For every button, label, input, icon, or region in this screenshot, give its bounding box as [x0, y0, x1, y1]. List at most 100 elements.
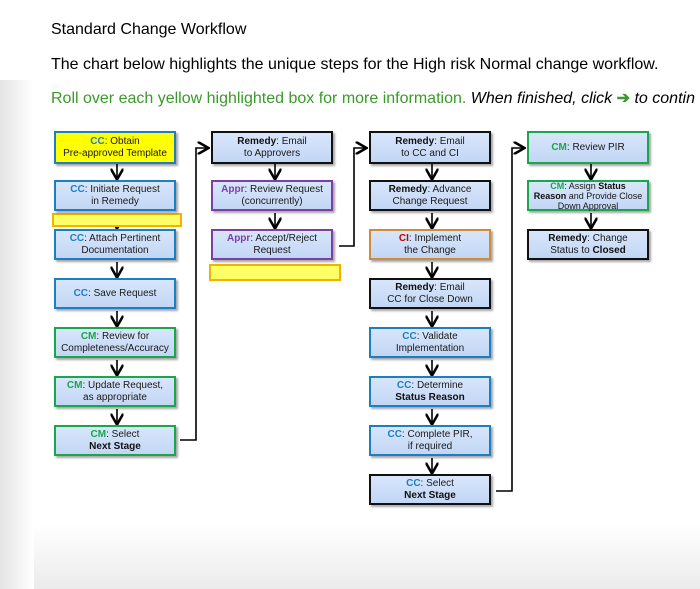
- box-appr-accept-reject[interactable]: Appr: Accept/Reject Request: [211, 229, 333, 260]
- intro-text: The chart below highlights the unique st…: [51, 56, 659, 73]
- role-sep: :: [566, 141, 573, 153]
- highlight-hotspot-1[interactable]: [52, 213, 182, 227]
- role-label: Remedy: [395, 281, 435, 293]
- box-complete-pir[interactable]: CC: Complete PIR, if required: [369, 425, 491, 456]
- box-line2: Change Request: [392, 195, 468, 207]
- box-line1: Select: [111, 428, 140, 440]
- role-label: Remedy: [237, 135, 277, 147]
- box-line2: Implementation: [395, 342, 465, 354]
- box-update-request[interactable]: CM: Update Request, as appropriate: [54, 376, 176, 407]
- role-label: Appr: [226, 232, 251, 244]
- box-line2: Next Stage: [404, 489, 456, 501]
- role-sep: :: [276, 135, 282, 147]
- box-attach-documentation[interactable]: CC: Attach Pertinent Documentation: [54, 229, 176, 260]
- box-advance-change-request[interactable]: Remedy: Advance Change Request: [369, 180, 491, 211]
- box-line2: to CC and CI: [401, 147, 459, 159]
- role-label: CC: [402, 330, 417, 342]
- role-label: CC: [90, 135, 105, 147]
- role-label: CC: [406, 477, 421, 489]
- box-save-request[interactable]: CC: Save Request: [54, 278, 176, 309]
- box-line2: to Approvers: [243, 147, 301, 159]
- role-sep: :: [587, 232, 593, 244]
- box-line2: CC for Close Down: [387, 293, 473, 305]
- box-line2: Completeness/Accuracy: [61, 342, 169, 354]
- highlight-hotspot-2[interactable]: [209, 264, 341, 281]
- box-line1: Email: [439, 135, 465, 147]
- box-line1: Email: [281, 135, 307, 147]
- role-label: CC: [396, 379, 412, 391]
- role-sep: :: [408, 232, 415, 244]
- box-line2: Documentation: [81, 244, 149, 256]
- role-label: CM: [90, 428, 107, 440]
- box-line1: Review PIR: [572, 141, 625, 153]
- role-sep: :: [104, 135, 111, 147]
- role-sep: :: [96, 330, 102, 342]
- box-line1: Attach Pertinent: [89, 232, 161, 244]
- box-line2: as appropriate: [83, 391, 147, 403]
- role-sep: :: [88, 287, 94, 299]
- role-label: CC: [73, 287, 89, 299]
- box-assign-status-reason[interactable]: CM: Assign Status Reason and Provide Clo…: [527, 180, 649, 211]
- box-validate-implementation[interactable]: CC: Validate Implementation: [369, 327, 491, 358]
- box-line2: if required: [407, 440, 453, 452]
- role-label: CM: [550, 180, 565, 191]
- box-line1-bold: Status: [598, 180, 626, 191]
- role-label: CC: [69, 232, 85, 244]
- box-line1: Assign: [568, 180, 596, 191]
- role-label: CC: [387, 428, 402, 440]
- box-line2: Next Stage: [89, 440, 141, 452]
- role-label: CM: [66, 379, 83, 391]
- box-line1: Accept/Reject: [255, 232, 318, 244]
- role-sep: :: [244, 183, 251, 195]
- box-line1: Obtain: [110, 135, 140, 147]
- box-line1: Update Request,: [88, 379, 164, 391]
- box-cc-select-next-stage[interactable]: CC: Select Next Stage: [369, 474, 491, 505]
- role-label: CI: [398, 232, 409, 244]
- box-line2: Request: [253, 244, 291, 256]
- box-cm-select-next-stage[interactable]: CM: Select Next Stage: [54, 425, 176, 456]
- box-email-close-down[interactable]: Remedy: Email CC for Close Down: [369, 278, 491, 309]
- box-line1: Complete PIR,: [407, 428, 473, 440]
- role-sep: :: [106, 428, 112, 440]
- box-line1: Save Request: [93, 287, 157, 299]
- box-review-completeness[interactable]: CM: Review for Completeness/Accuracy: [54, 327, 176, 358]
- instruction-italic-1: When finished, click: [470, 90, 613, 107]
- box-line2: Status Reason: [395, 391, 465, 403]
- box-determine-status-reason[interactable]: CC: Determine Status Reason: [369, 376, 491, 407]
- role-sep: :: [401, 428, 408, 440]
- box-line2-pre: Status to: [550, 244, 593, 256]
- role-sep: :: [250, 232, 256, 244]
- role-sep: :: [434, 135, 440, 147]
- next-arrow-icon[interactable]: ➔: [616, 90, 631, 107]
- page-title: Standard Change Workflow: [51, 21, 247, 38]
- instruction-line: Roll over each yellow highlighted box fo…: [51, 88, 695, 108]
- box-change-status-closed[interactable]: Remedy: Change Status to Closed: [527, 229, 649, 260]
- box-line1: Advance: [432, 183, 472, 195]
- box-line1: Implement: [414, 232, 462, 244]
- instruction-italic-2: to contin: [634, 90, 695, 107]
- box-line2: in Remedy: [91, 195, 139, 207]
- box-ci-implement-change[interactable]: CI: Implement the Change: [369, 229, 491, 260]
- box-line2: (concurrently): [241, 195, 303, 207]
- box-review-pir[interactable]: CM: Review PIR: [527, 131, 649, 164]
- box-line1: Validate: [422, 330, 458, 342]
- role-label: CM: [80, 330, 97, 342]
- box-line1: Select: [426, 477, 454, 489]
- box-initiate-request[interactable]: CC: Initiate Request in Remedy: [54, 180, 176, 211]
- box-obtain-template[interactable]: CC: Obtain Pre-approved Template: [54, 131, 176, 164]
- box-line1: Change: [592, 232, 628, 244]
- left-shadow: [0, 80, 34, 589]
- box-line2: the Change: [404, 244, 456, 256]
- box-line2: Closed: [592, 244, 626, 256]
- role-sep: :: [84, 232, 90, 244]
- box-appr-review-request[interactable]: Appr: Review Request (concurrently): [211, 180, 333, 211]
- box-line1: Determine: [416, 379, 464, 391]
- box-email-cc-ci[interactable]: Remedy: Email to CC and CI: [369, 131, 491, 164]
- role-sep: :: [82, 379, 89, 391]
- role-label: CC: [70, 183, 85, 195]
- role-label: Remedy: [548, 232, 588, 244]
- box-line2: Pre-approved Template: [63, 147, 167, 159]
- role-label: Remedy: [388, 183, 428, 195]
- box-email-approvers[interactable]: Remedy: Email to Approvers: [211, 131, 333, 164]
- box-line1: Review for: [101, 330, 150, 342]
